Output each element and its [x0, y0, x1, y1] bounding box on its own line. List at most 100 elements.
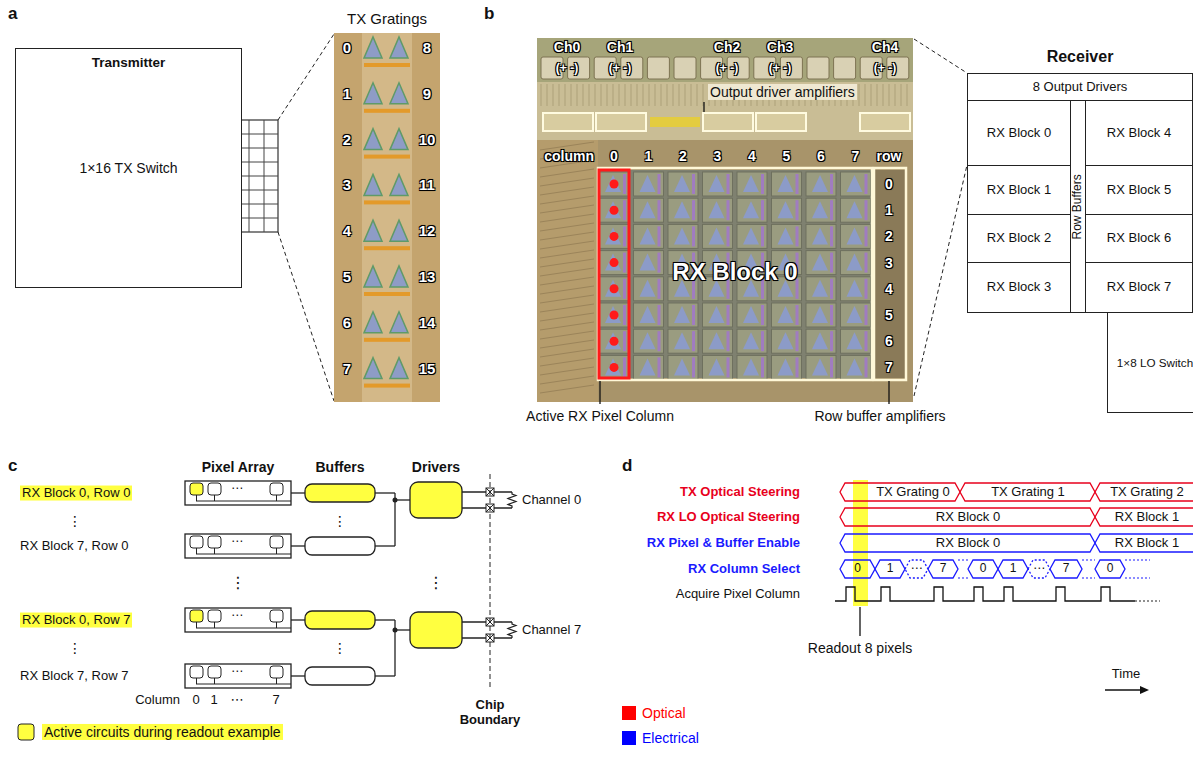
- zoom-line: [914, 165, 967, 396]
- pixel-grating: [640, 358, 656, 375]
- periphery-texture: [540, 358, 594, 366]
- periphery-texture: [540, 178, 594, 186]
- receiver-block: RX Block 6: [1085, 214, 1193, 263]
- pixel-cell: [841, 355, 871, 379]
- bus-value: ⋯: [911, 562, 923, 576]
- signal-name: RX LO Optical Steering: [657, 510, 800, 525]
- waveguide: [364, 292, 410, 296]
- pixel-cell: [634, 224, 664, 248]
- bus-segment: [840, 483, 960, 501]
- driver-amplifier: [543, 113, 593, 131]
- pixel-photodiode: [796, 200, 799, 220]
- pixel-cell: [703, 224, 733, 248]
- pad-strip: [537, 38, 913, 82]
- bus-value: RX Block 1: [1115, 536, 1179, 551]
- pixel-wire: [214, 678, 215, 684]
- leader-line: [859, 607, 860, 636]
- row-number: 0: [885, 176, 893, 192]
- grating-number: 15: [419, 360, 436, 377]
- block-text: 1×16 TX Switch: [79, 160, 177, 176]
- active-pixel-dot: [610, 232, 619, 241]
- pixel-cell: [599, 329, 629, 353]
- row-number: 1: [885, 202, 893, 218]
- pixel-grating: [674, 358, 690, 375]
- pixel-cell: [737, 329, 767, 353]
- bus-value: 0: [980, 562, 987, 576]
- circuit-texture: [619, 84, 620, 106]
- buffer-symbol: [305, 484, 375, 502]
- signal-name: RX Column Select: [688, 562, 800, 577]
- panel-letter: c: [8, 456, 17, 476]
- ellipsis: ⋮: [428, 574, 444, 592]
- grating-number: 2: [343, 131, 351, 148]
- pixel-grating: [640, 254, 656, 271]
- column-number: 1: [210, 693, 217, 708]
- pixel-photodiode: [623, 200, 626, 220]
- active-pixel-dot: [610, 206, 619, 215]
- ellipsis: ⋯: [231, 693, 244, 708]
- circuit-texture: [589, 84, 590, 106]
- block-text: RX Block 5: [1103, 183, 1175, 198]
- pixel-wire: [196, 622, 197, 628]
- pixel-cell: [737, 224, 767, 248]
- switch-block: Transmitter 1×16 TX Switch: [15, 48, 242, 288]
- periphery-texture: [540, 187, 594, 195]
- block-text: RX Block 2: [983, 231, 1055, 246]
- pixel-photodiode: [796, 226, 799, 246]
- pixel-cell: [634, 172, 664, 196]
- column-number: 7: [852, 148, 860, 164]
- pixel-photodiode: [865, 331, 868, 351]
- periphery-texture: [540, 268, 594, 276]
- ellipsis: ⋯: [231, 482, 243, 496]
- column-number: 7: [272, 693, 279, 708]
- pixel-wire: [214, 622, 215, 628]
- pixel-photodiode: [658, 331, 661, 351]
- block-heading: Transmitter: [16, 55, 241, 71]
- channel-label: Channel 7: [522, 623, 581, 638]
- bus-value: 7: [1063, 562, 1070, 576]
- panel-letter: d: [622, 456, 632, 476]
- bus-segment: [928, 560, 958, 578]
- pixel-symbol: [270, 666, 283, 678]
- pixel-cell: [668, 303, 698, 327]
- grating-coupler: [364, 174, 382, 195]
- pixel-photodiode: [623, 174, 626, 194]
- pixel-photodiode: [623, 331, 626, 351]
- pixel-cell: [668, 172, 698, 196]
- periphery-texture: [540, 322, 594, 330]
- pixel-photodiode: [623, 305, 626, 325]
- bus-value: TX Grating 2: [1110, 485, 1184, 500]
- pixel-cell: [806, 355, 836, 379]
- waveguide: [364, 63, 410, 67]
- pixel-cell: [737, 303, 767, 327]
- pixel-symbol: [208, 483, 221, 495]
- bus-value: 0: [854, 562, 861, 576]
- block-label: RX Block 0: [672, 258, 797, 286]
- pixel-photodiode: [692, 174, 695, 194]
- grating-number: 11: [419, 177, 435, 194]
- bus-continuation: [958, 559, 968, 560]
- axis-label: row: [877, 148, 902, 164]
- pixel-grating: [709, 227, 725, 244]
- circuit-texture: [601, 84, 602, 106]
- pixel-cell: [772, 329, 802, 353]
- pixel-cell: [737, 355, 767, 379]
- pixel-photodiode: [658, 305, 661, 325]
- pixel-cell: [772, 224, 802, 248]
- pixel-cell: [841, 172, 871, 196]
- pixel-wire: [276, 495, 277, 501]
- grating-number: 1: [343, 85, 351, 102]
- receiver-block: RX Block 7: [1085, 262, 1193, 313]
- zoom-line: [278, 34, 334, 120]
- legend-swatch: [18, 724, 34, 740]
- resistor-symbol: [508, 492, 516, 508]
- circuit-texture: [865, 84, 866, 106]
- pixel-photodiode: [830, 226, 833, 246]
- driver-region: [537, 82, 913, 140]
- circuit-texture: [889, 84, 890, 106]
- row-label: RX Block 0, Row 7: [20, 613, 132, 628]
- grating-coupler: [390, 83, 408, 104]
- pixel-grating: [847, 254, 863, 271]
- grating-coupler: [364, 312, 382, 333]
- pixel-photodiode: [865, 305, 868, 325]
